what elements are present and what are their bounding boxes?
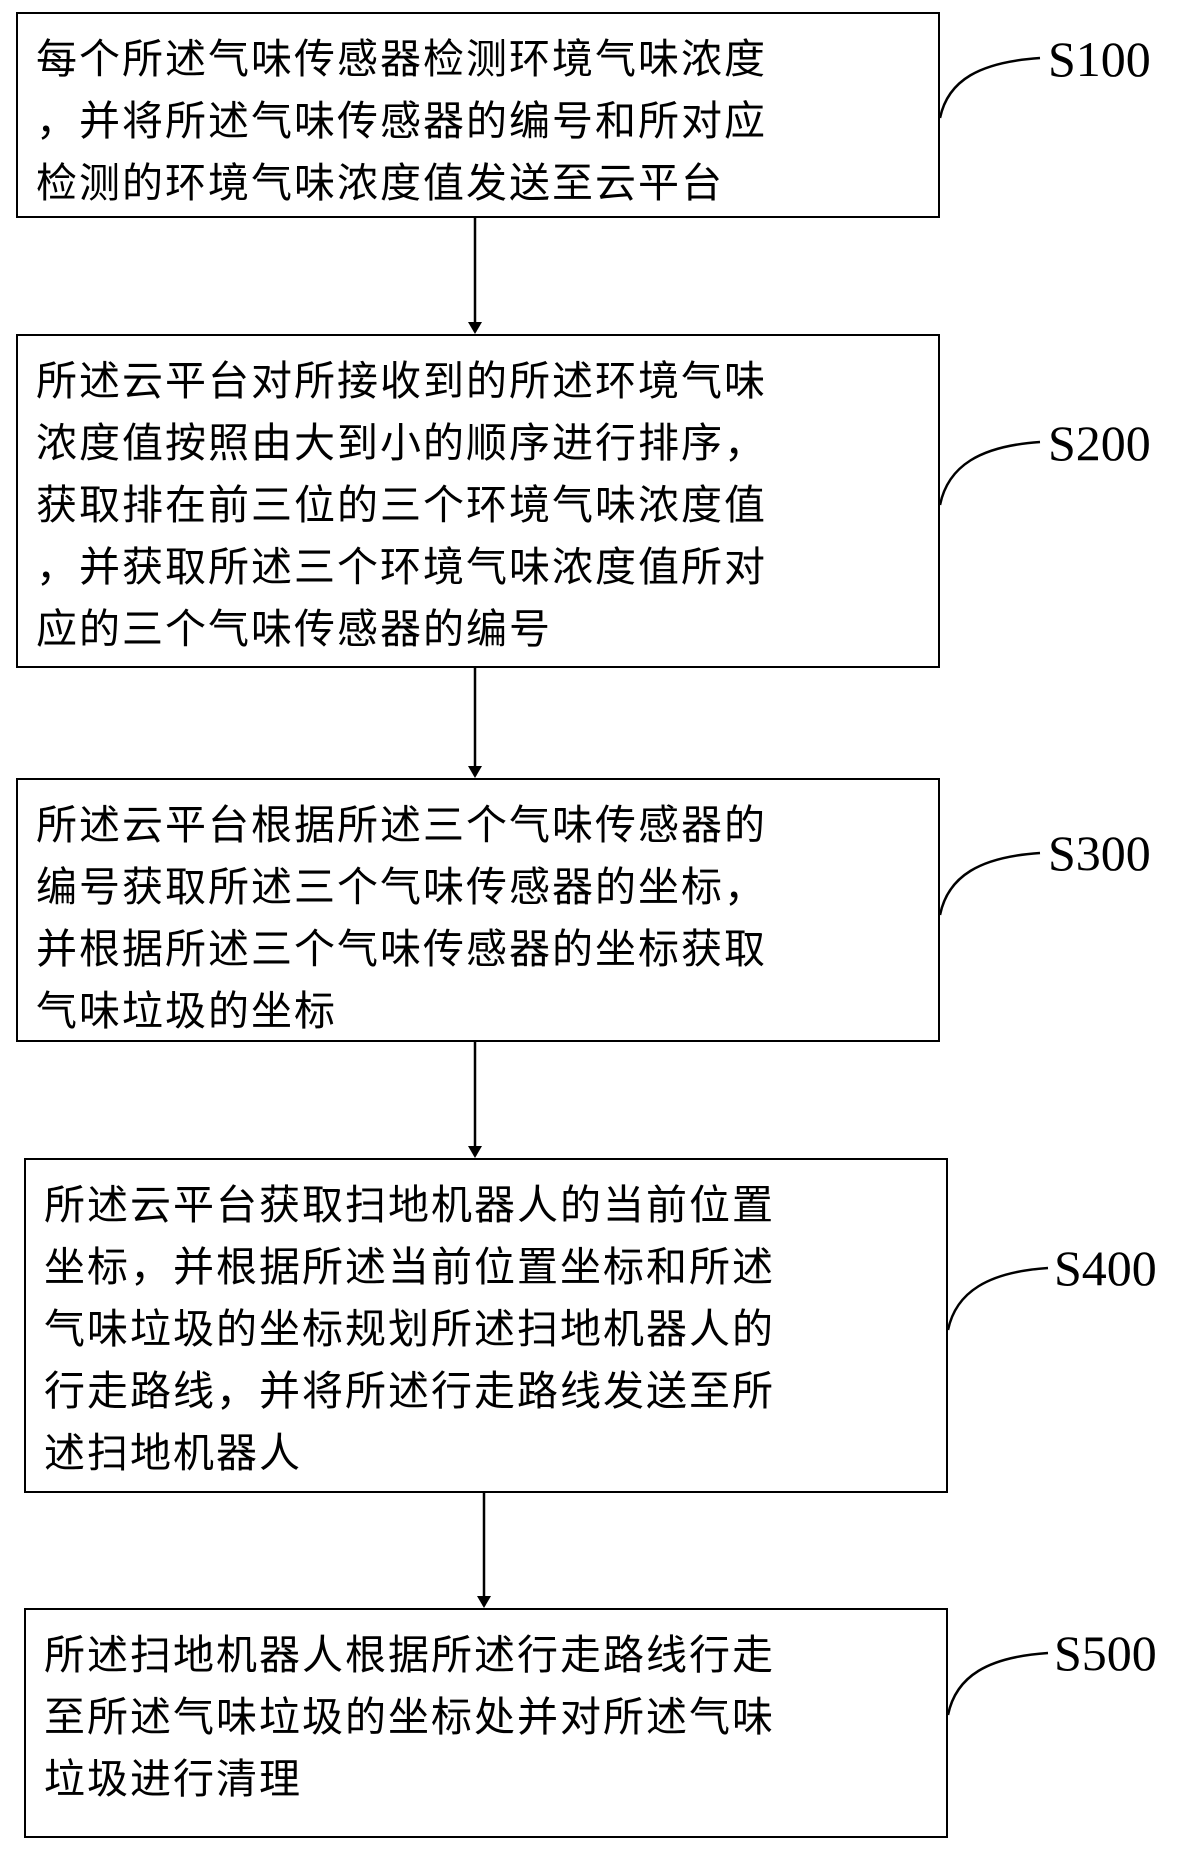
step-text-line: 编号获取所述三个气味传感器的坐标， <box>36 863 767 911</box>
leader-s100 <box>938 56 1041 119</box>
step-label-s300: S300 <box>1048 825 1151 881</box>
step-text-line: 每个所述气味传感器检测环境气味浓度 <box>36 35 767 83</box>
step-text-line: 气味垃圾的坐标 <box>36 987 337 1035</box>
step-label-s100: S100 <box>1048 31 1151 87</box>
step-text-line: 所述云平台对所接收到的所述环境气味 <box>36 357 767 405</box>
step-box-s300: 所述云平台根据所述三个气味传感器的 编号获取所述三个气味传感器的坐标， 并根据所… <box>16 778 940 1042</box>
step-text-line: ，并将所述气味传感器的编号和所对应 <box>36 97 767 145</box>
step-label-s200: S200 <box>1048 415 1151 471</box>
leader-s200 <box>938 440 1041 506</box>
step-text-line: 应的三个气味传感器的编号 <box>36 605 552 653</box>
step-box-s500: 所述扫地机器人根据所述行走路线行走 至所述气味垃圾的坐标处并对所述气味 垃圾进行… <box>24 1608 948 1838</box>
step-text-line: 坐标，并根据所述当前位置坐标和所述 <box>44 1243 775 1291</box>
step-text-line: 述扫地机器人 <box>44 1429 302 1477</box>
step-text-line: 浓度值按照由大到小的顺序进行排序， <box>36 419 767 467</box>
step-box-s400: 所述云平台获取扫地机器人的当前位置 坐标，并根据所述当前位置坐标和所述 气味垃圾… <box>24 1158 948 1493</box>
leader-s300 <box>938 851 1041 916</box>
step-label-s400: S400 <box>1054 1240 1157 1296</box>
leader-s400 <box>946 1266 1049 1331</box>
step-text-line: ，并获取所述三个环境气味浓度值所对 <box>36 543 767 591</box>
step-text-line: 垃圾进行清理 <box>44 1755 302 1803</box>
step-text-line: 检测的环境气味浓度值发送至云平台 <box>36 159 724 207</box>
step-text-line: 获取排在前三位的三个环境气味浓度值 <box>36 481 767 529</box>
step-text-line: 气味垃圾的坐标规划所述扫地机器人的 <box>44 1305 775 1353</box>
step-text-line: 行走路线，并将所述行走路线发送至所 <box>44 1367 775 1415</box>
step-text-line: 所述云平台获取扫地机器人的当前位置 <box>44 1181 775 1229</box>
step-text-line: 所述云平台根据所述三个气味传感器的 <box>36 801 767 849</box>
step-box-s200: 所述云平台对所接收到的所述环境气味 浓度值按照由大到小的顺序进行排序， 获取排在… <box>16 334 940 668</box>
leader-s500 <box>946 1651 1049 1716</box>
step-text-line: 所述扫地机器人根据所述行走路线行走 <box>44 1631 775 1679</box>
step-box-s100: 每个所述气味传感器检测环境气味浓度 ，并将所述气味传感器的编号和所对应 检测的环… <box>16 12 940 218</box>
step-text-line: 并根据所述三个气味传感器的坐标获取 <box>36 925 767 973</box>
step-label-s500: S500 <box>1054 1625 1157 1681</box>
step-text-line: 至所述气味垃圾的坐标处并对所述气味 <box>44 1693 775 1741</box>
